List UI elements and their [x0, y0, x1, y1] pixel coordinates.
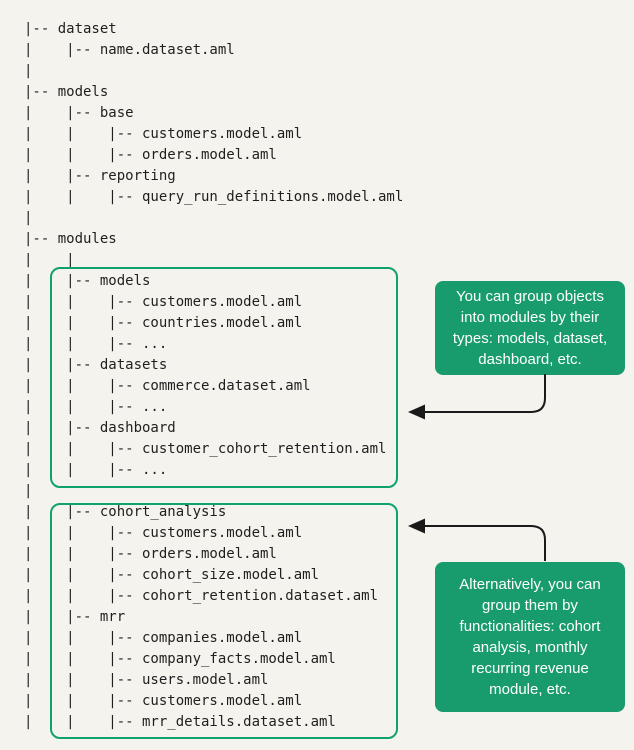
arrowhead-icon — [408, 404, 425, 420]
arrow-to-type-box — [408, 374, 546, 420]
highlight-box-group-by-type — [50, 267, 398, 488]
callout-group-by-functionality: Alternatively, you can group them by fun… — [435, 562, 625, 712]
callout-group-by-type: You can group objects into modules by th… — [435, 281, 625, 375]
arrowhead-icon — [408, 518, 425, 534]
arrow-to-functionality-box — [408, 518, 546, 561]
arrow-line — [423, 374, 546, 413]
file-tree: |-- dataset | |-- name.dataset.aml | |--… — [24, 21, 404, 730]
highlight-box-group-by-functionality — [50, 503, 398, 739]
arrow-line — [423, 525, 546, 561]
